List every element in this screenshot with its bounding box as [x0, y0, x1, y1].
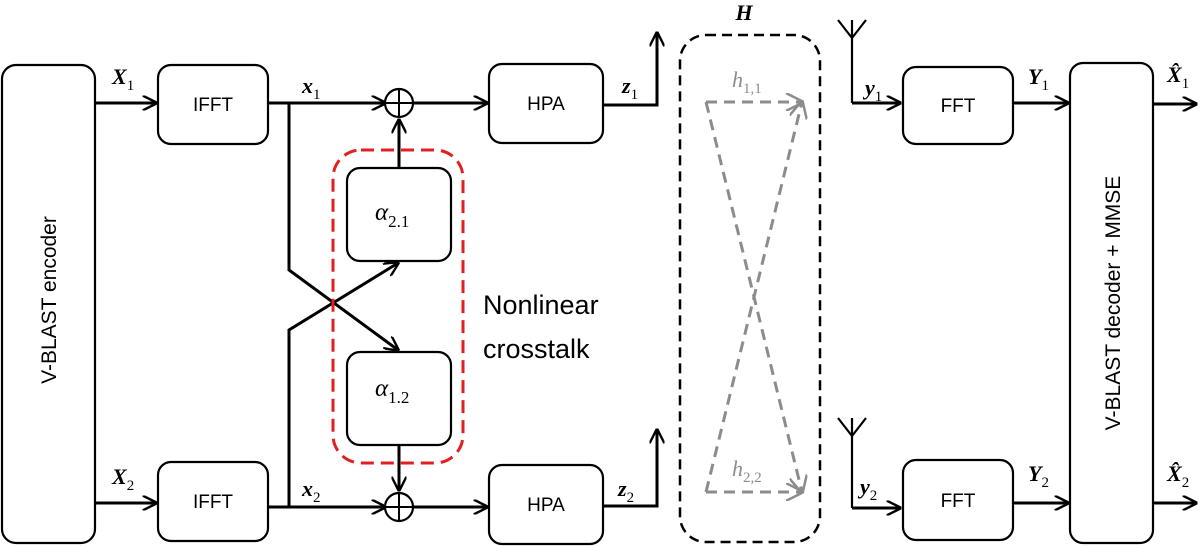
path-h21: [704, 102, 802, 493]
adder-1: [383, 87, 415, 119]
branch-x1-to-alpha12: [287, 103, 398, 350]
label-y1: y1: [862, 75, 882, 105]
label-Xhat1: X̂1: [1166, 62, 1189, 92]
label-X2: X2: [111, 464, 134, 494]
label-h11: h1,1: [732, 67, 762, 97]
ifft-block-2: [156, 460, 270, 543]
alpha21-label: α2.1: [375, 199, 409, 231]
alpha12-label: α1.2: [375, 375, 409, 407]
tx-output-1: [603, 33, 657, 107]
label-Xhat2: X̂2: [1166, 461, 1189, 491]
ifft-label-2: IFFT: [193, 492, 233, 513]
rx-antenna-2: [837, 417, 867, 508]
rx-antenna-1: [837, 19, 867, 103]
label-x1: x1: [301, 73, 321, 103]
channel-label: H: [734, 0, 753, 25]
crosstalk-label-line2: crosstalk: [483, 334, 590, 364]
crosstalk-label-line1: Nonlinear: [483, 290, 599, 320]
label-X1: X1: [111, 64, 134, 94]
decoder-label: V-BLAST decoder + MMSE: [1102, 176, 1125, 431]
adder-2: [383, 491, 415, 523]
ifft-label-1: IFFT: [193, 95, 233, 116]
fft-block-2: [901, 458, 1015, 542]
label-x2: x2: [301, 476, 321, 506]
label-y2: y2: [857, 474, 877, 504]
channel-boundary: [678, 33, 822, 544]
label-z1: z1: [621, 73, 638, 103]
vblast-encoder-block: [0, 63, 97, 545]
label-h22: h2,2: [732, 456, 762, 486]
fft-label-2: FFT: [941, 491, 976, 512]
encoder-label: V-BLAST encoder: [38, 216, 61, 384]
label-Y2: Y2: [1028, 461, 1049, 491]
branch-x2-to-alpha21: [287, 263, 398, 507]
hpa-label-2: HPA: [527, 495, 565, 516]
vblast-decoder-block: [1068, 61, 1155, 545]
crosstalk-boundary: [331, 148, 465, 465]
label-z2: z2: [617, 476, 634, 506]
fft-block-1: [901, 65, 1015, 146]
fft-label-1: FFT: [941, 96, 976, 117]
label-Y1: Y1: [1028, 64, 1049, 94]
tx-output-2: [603, 430, 657, 508]
hpa-label-1: HPA: [527, 94, 565, 115]
